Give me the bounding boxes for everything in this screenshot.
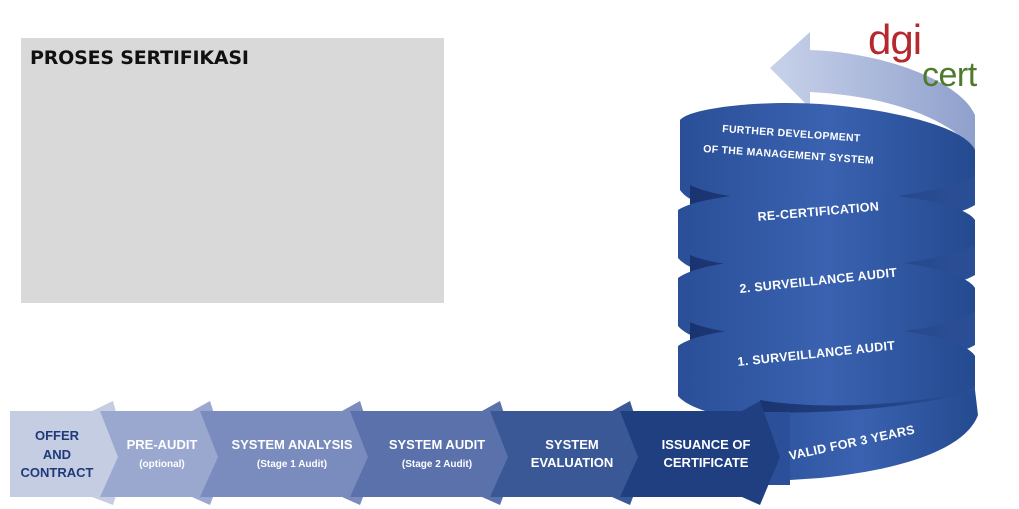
process-steps: OFFER AND CONTRACT PRE-AUDIT (optional) …	[10, 401, 780, 505]
step-offer-contract-shape	[10, 401, 128, 505]
step-issuance-shape	[620, 401, 780, 505]
step-system-analysis-line2: (Stage 1 Audit)	[257, 459, 327, 470]
step-pre-audit-line1: PRE-AUDIT	[127, 437, 198, 452]
step-offer-line3: CONTRACT	[21, 465, 94, 480]
step-system-analysis-shape	[200, 401, 378, 505]
step-pre-audit-shape	[100, 401, 228, 505]
step-system-evaluation-line2: EVALUATION	[531, 455, 614, 470]
spiral-band-valid	[740, 390, 978, 482]
logo-cert: cert	[922, 56, 978, 94]
logo-dgi: dgi	[868, 16, 921, 63]
step-pre-audit-line2: (optional)	[139, 459, 185, 470]
step-system-evaluation-line1: SYSTEM	[545, 437, 598, 452]
step-system-evaluation-shape	[490, 401, 648, 505]
spiral-band-further	[680, 102, 975, 221]
step-system-audit-shape	[350, 401, 518, 505]
process-title-panel: PROSES SERTIFIKASI	[21, 38, 444, 303]
step-issuance-line1: ISSUANCE OF	[662, 437, 751, 452]
spiral-band-surveillance1	[678, 325, 975, 424]
step-system-analysis-line1: SYSTEM ANALYSIS	[231, 437, 352, 452]
step-issuance-line2: CERTIFICATE	[664, 455, 749, 470]
step-system-audit-line2: (Stage 2 Audit)	[402, 459, 472, 470]
step-offer-line2: AND	[43, 447, 71, 462]
dgicert-logo: dgi cert	[868, 16, 978, 94]
step-offer-line1: OFFER	[35, 428, 80, 443]
step-system-audit-line1: SYSTEM AUDIT	[389, 437, 485, 452]
spiral-top-arrow	[770, 32, 975, 150]
spiral-graphic: VALID FOR 3 YEARS 1. SURVEILLANCE AUDIT …	[678, 32, 978, 485]
page-title: PROSES SERTIFIKASI	[30, 47, 249, 69]
